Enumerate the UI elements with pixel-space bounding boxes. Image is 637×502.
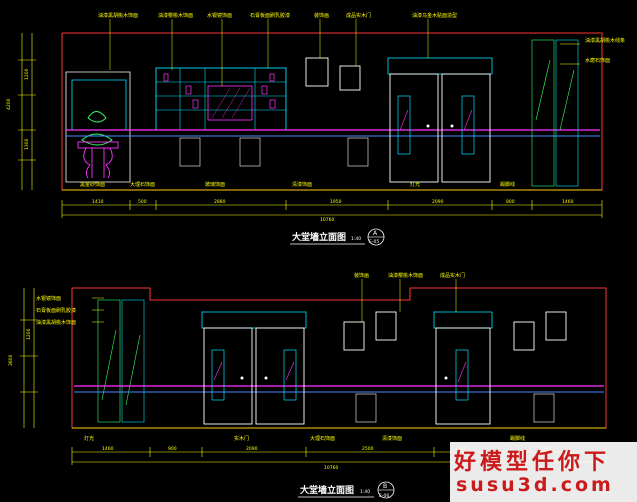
bottom-dim-a-text: 1410 500 2880 1950 2090 800 1460 10760 xyxy=(92,199,574,223)
elevation-b: 3600 1200 xyxy=(8,272,607,499)
left-dim-b xyxy=(20,288,38,428)
svg-text:B: B xyxy=(383,483,387,490)
svg-text:大理石饰面: 大理石饰面 xyxy=(130,181,155,188)
svg-text:成品实木门: 成品实木门 xyxy=(346,12,371,19)
svg-text:10760: 10760 xyxy=(324,465,338,471)
cabinet-a xyxy=(155,67,287,131)
bottom-dim-a xyxy=(61,200,603,218)
svg-text:1460: 1460 xyxy=(562,199,574,205)
vases-a xyxy=(163,73,276,109)
svg-text:水银镜饰面: 水银镜饰面 xyxy=(36,295,61,302)
svg-text:500: 500 xyxy=(138,199,147,205)
svg-text:1200: 1200 xyxy=(24,68,30,80)
picture-frame-a2 xyxy=(339,65,361,91)
svg-text:油漆黑胡桃木饰面: 油漆黑胡桃木饰面 xyxy=(98,12,138,19)
svg-text:1410: 1410 xyxy=(92,199,104,205)
base-cabinets-a xyxy=(179,137,369,167)
mirror-panel-a xyxy=(207,85,253,121)
svg-text:灯光: 灯光 xyxy=(410,181,420,188)
svg-text:踢脚线: 踢脚线 xyxy=(510,435,525,442)
svg-text:E-06: E-06 xyxy=(379,493,389,499)
svg-text:2090: 2090 xyxy=(246,446,258,452)
picture-frame-b3 xyxy=(513,321,535,351)
svg-text:清漆饰面: 清漆饰面 xyxy=(292,181,312,188)
top-labels-a: 油漆黑胡桃木饰面 油漆樱桃木饰面 水银镜饰面 石膏板面刷乳胶漆 装饰画 成品实木… xyxy=(98,12,625,64)
picture-frame-b4 xyxy=(545,311,567,341)
svg-text:10760: 10760 xyxy=(320,217,334,223)
shelves-a xyxy=(156,68,286,130)
svg-text:1950: 1950 xyxy=(330,199,342,205)
svg-text:玻璃饰面: 玻璃饰面 xyxy=(205,181,225,188)
picture-frame-a1 xyxy=(305,57,329,87)
svg-text:E-05: E-05 xyxy=(369,239,379,245)
top-labels-b: 装饰画 油漆樱桃木饰面 成品实木门 水银镜饰面 石膏板面刷乳胶漆 油漆黑胡桃木饰… xyxy=(36,272,465,326)
watermark-line1: 好模型任你下 xyxy=(454,450,611,475)
svg-text:2500: 2500 xyxy=(362,446,374,452)
elevation-b-title: 大堂墙立面图 xyxy=(300,484,354,496)
doors-b-right xyxy=(433,311,493,425)
svg-text:水磨石饰面: 水磨石饰面 xyxy=(585,57,610,64)
elevation-b-scale: 1:40 xyxy=(360,489,370,495)
svg-text:装饰画: 装饰画 xyxy=(354,272,369,279)
svg-text:油漆樱桃木饰面: 油漆樱桃木饰面 xyxy=(388,272,423,279)
picture-frame-b1 xyxy=(343,321,365,351)
niche-inner-a xyxy=(71,79,127,131)
svg-text:800: 800 xyxy=(506,199,515,205)
watermark-banner: 好模型任你下 susu3d.com xyxy=(450,442,637,502)
wall-outline-a xyxy=(61,32,603,191)
svg-text:油漆乌金木贴面造型: 油漆乌金木贴面造型 xyxy=(412,12,457,19)
svg-text:油漆黑胡桃木线条: 油漆黑胡桃木线条 xyxy=(585,37,625,44)
svg-text:A: A xyxy=(373,230,378,237)
wall-outline-b xyxy=(71,287,607,429)
svg-text:清漆饰面: 清漆饰面 xyxy=(382,435,402,442)
svg-text:实木门: 实木门 xyxy=(234,435,249,442)
doors-a xyxy=(387,57,493,183)
bottom-labels-a: 黑金砂饰面 大理石饰面 玻璃饰面 清漆饰面 灯光 踢脚线 xyxy=(80,181,515,188)
svg-text:2090: 2090 xyxy=(432,199,444,205)
svg-text:石膏板面刷乳胶漆: 石膏板面刷乳胶漆 xyxy=(250,12,290,19)
svg-text:大理石饰面: 大理石饰面 xyxy=(310,435,335,442)
doors-b-left xyxy=(201,311,307,425)
svg-text:成品实木门: 成品实木门 xyxy=(440,272,465,279)
section-tag-a: A E-05 xyxy=(367,228,385,246)
elevation-a-title: 大堂墙立面图 xyxy=(292,231,346,243)
glass-column-b xyxy=(97,299,145,423)
svg-text:900: 900 xyxy=(168,446,177,452)
svg-text:1200: 1200 xyxy=(26,328,32,340)
elevation-a-scale: 1:40 xyxy=(351,236,361,242)
left-dim-a xyxy=(18,33,36,190)
svg-text:油漆樱桃木饰面: 油漆樱桃木饰面 xyxy=(158,12,193,19)
leaders-b xyxy=(92,279,457,323)
left-dim-a-text: 4200 1200 1300 xyxy=(6,68,30,150)
svg-text:装饰画: 装饰画 xyxy=(314,12,329,19)
planter-decor-a xyxy=(77,111,119,179)
svg-text:灯光: 灯光 xyxy=(84,435,94,442)
left-dim-b-text: 3600 1200 xyxy=(8,328,32,366)
bottom-labels-b: 灯光 实木门 大理石饰面 清漆饰面 踢脚线 xyxy=(84,435,525,442)
svg-text:黑金砂饰面: 黑金砂饰面 xyxy=(80,181,105,188)
mirror-hatch-a xyxy=(211,87,251,119)
elevation-a: 4200 1200 1300 xyxy=(6,12,625,246)
svg-text:4200: 4200 xyxy=(6,98,12,110)
base-cabinets-b xyxy=(355,393,555,423)
svg-text:踢脚线: 踢脚线 xyxy=(500,181,515,188)
svg-text:3600: 3600 xyxy=(8,354,14,366)
svg-text:油漆黑胡桃木饰面: 油漆黑胡桃木饰面 xyxy=(36,319,76,326)
svg-text:1300: 1300 xyxy=(24,138,30,150)
glass-column-a xyxy=(531,39,579,187)
leaders-a xyxy=(109,19,580,86)
svg-text:2880: 2880 xyxy=(214,199,226,205)
section-tag-b: B E-06 xyxy=(377,481,395,499)
niche-a xyxy=(65,71,131,183)
svg-text:1460: 1460 xyxy=(102,446,114,452)
svg-text:水银镜饰面: 水银镜饰面 xyxy=(207,12,232,19)
watermark-line2: susu3d.com xyxy=(456,474,614,496)
picture-frame-b2 xyxy=(375,311,397,341)
svg-text:石膏板面刷乳胶漆: 石膏板面刷乳胶漆 xyxy=(36,307,76,314)
